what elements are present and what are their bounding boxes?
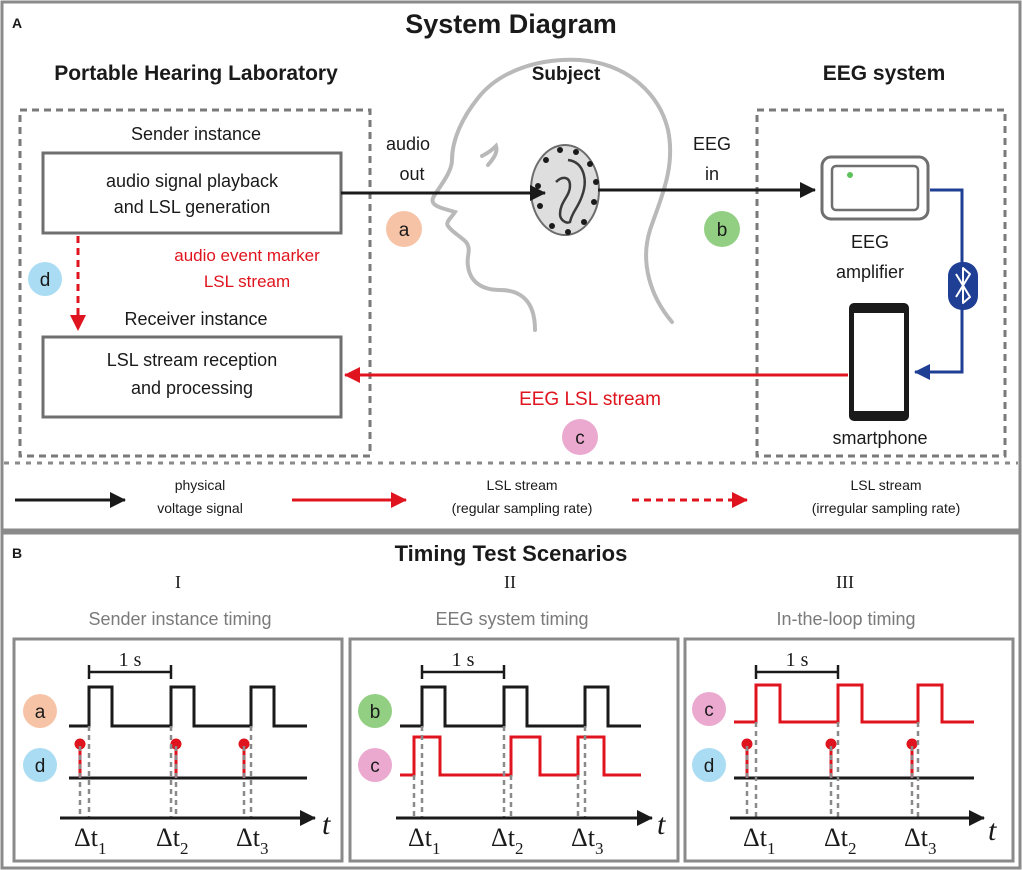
- sender-instance-label: Sender instance: [131, 124, 261, 144]
- scenario-1-1s-label: 1 s: [119, 649, 142, 671]
- legend-irregular-line1: LSL stream: [850, 477, 921, 493]
- legend-regular-line2: (regular sampling rate): [452, 500, 593, 516]
- scenario-1-title: Sender instance timing: [88, 609, 271, 629]
- scenario-1-guides: [78, 726, 253, 818]
- scenario-3-delta3: Δt3: [904, 823, 936, 858]
- eeg-amplifier-screen: [830, 164, 920, 212]
- smartphone-screen: [854, 313, 904, 411]
- eeg-lsl-stream-label: EEG LSL stream: [519, 389, 661, 410]
- scenario-3-title: In-the-loop timing: [776, 609, 915, 629]
- scenario-2-title: EEG system timing: [435, 609, 588, 629]
- scenario-1-delta3: Δt3: [236, 823, 268, 858]
- sender-box: [41, 151, 343, 235]
- panel-b-letter: B: [12, 545, 22, 561]
- audio-out-line2: out: [399, 164, 424, 184]
- scenario-2-axis-t: t: [657, 808, 666, 841]
- scenario-3-axis-t: t: [988, 814, 997, 847]
- phl-header: Portable Hearing Laboratory: [54, 62, 338, 85]
- event-marker-line2: LSL stream: [204, 272, 290, 291]
- scenario-1-numeral: I: [175, 572, 181, 592]
- scenario-2-guides: [412, 726, 587, 818]
- scenario-2-lsl-signal: [400, 735, 641, 777]
- eeg-system-header: EEG system: [823, 62, 946, 85]
- panel-a-title: System Diagram: [405, 9, 617, 39]
- scenario-1-axis-t: t: [322, 808, 331, 841]
- scenario-1-delta2: Δt2: [156, 823, 188, 858]
- scenario-3-lsl-signal: [734, 683, 974, 724]
- scenario-2-badge-top: [358, 694, 392, 728]
- panel-a-letter: A: [12, 15, 22, 31]
- scenario-2-delta3: Δt3: [571, 823, 603, 858]
- scenario-3-badge-bottom-label: d: [704, 756, 715, 777]
- scenario-1-badge-bottom: [23, 748, 57, 782]
- scenario-3-box: [683, 637, 1015, 863]
- scenario-1-badge-top-label: a: [35, 702, 46, 723]
- scenario-1: I Sender instance timing 1 s a d t Δt1 Δ…: [12, 572, 344, 863]
- badge-d: [28, 262, 62, 296]
- scenario-2-badge-top-label: b: [370, 702, 381, 723]
- legend-irregular-line2: (irregular sampling rate): [812, 500, 961, 516]
- badge-b: [704, 211, 740, 247]
- eeg-system-container: [755, 108, 1007, 458]
- scenario-3-delta2: Δt2: [824, 823, 856, 858]
- phl-container: [18, 108, 372, 458]
- amplifier-line1: EEG: [851, 232, 889, 252]
- scenario-2-1s-label: 1 s: [452, 649, 475, 671]
- scenario-2-delta1: Δt1: [408, 823, 440, 858]
- eeg-in-line2: in: [705, 164, 719, 184]
- legend-physical-line2: voltage signal: [157, 500, 243, 516]
- scenario-3-badge-bottom: [692, 748, 726, 782]
- ear-shape: [555, 158, 586, 224]
- receiver-box: [41, 335, 343, 419]
- scenario-3-guides: [745, 722, 920, 818]
- receiver-box-line1: LSL stream reception: [107, 350, 277, 370]
- scenario-1-audio-signal: [69, 685, 307, 728]
- scenario-1-markers: [74, 738, 250, 778]
- subject-head-outline: [430, 57, 674, 332]
- badge-a: [386, 211, 422, 247]
- sender-box-line2: and LSL generation: [114, 197, 270, 217]
- scenario-1-badge-bottom-label: d: [35, 756, 46, 777]
- scenario-3: III In-the-loop timing 1 s c d t Δt1 Δt2…: [683, 572, 1015, 863]
- sender-box-line1: audio signal playback: [106, 171, 279, 191]
- scenario-2-box: [348, 637, 680, 863]
- panel-b-title: Timing Test Scenarios: [395, 541, 628, 566]
- scenario-1-badge-top: [23, 694, 57, 728]
- scenario-2-delta2: Δt2: [491, 823, 523, 858]
- receiver-box-line2: and processing: [131, 378, 253, 398]
- badge-c-label: c: [575, 428, 585, 449]
- panel-a-frame: [0, 0, 1022, 532]
- scenario-2-badge-bottom-label: c: [370, 756, 380, 777]
- scenario-1-box: [12, 637, 344, 863]
- scenario-3-markers: [741, 738, 918, 778]
- subject-eye: [480, 142, 499, 167]
- scenario-3-numeral: III: [836, 572, 854, 592]
- scenario-3-delta1: Δt1: [743, 823, 775, 858]
- receiver-instance-label: Receiver instance: [124, 309, 267, 329]
- badge-b-label: b: [717, 220, 728, 241]
- badge-a-label: a: [399, 220, 410, 241]
- badge-d-label: d: [40, 270, 51, 291]
- panel-b-frame: [0, 531, 1022, 870]
- legend-physical-line1: physical: [175, 477, 226, 493]
- event-marker-line1: audio event marker: [174, 246, 320, 265]
- eeg-amplifier-led: [847, 172, 853, 178]
- scenario-2-eeg-signal: [400, 685, 641, 728]
- badge-c: [562, 419, 598, 455]
- scenario-3-badge-top: [692, 692, 726, 726]
- scenario-1-delta1: Δt1: [74, 823, 106, 858]
- scenario-3-1s-label: 1 s: [786, 649, 809, 671]
- smartphone-label: smartphone: [832, 428, 927, 448]
- scenario-2-badge-bottom: [358, 748, 392, 782]
- amplifier-line2: amplifier: [836, 262, 904, 282]
- eeg-in-line1: EEG: [693, 134, 731, 154]
- audio-out-line1: audio: [386, 134, 430, 154]
- bluetooth-glyph: [955, 267, 971, 304]
- scenario-3-badge-top-label: c: [704, 700, 714, 721]
- legend-regular-line1: LSL stream: [486, 477, 557, 493]
- scenario-2-numeral: II: [504, 572, 516, 592]
- subject-header: Subject: [532, 64, 601, 85]
- scenario-2: II EEG system timing 1 s b c t Δt1 Δt2 Δ…: [348, 572, 680, 863]
